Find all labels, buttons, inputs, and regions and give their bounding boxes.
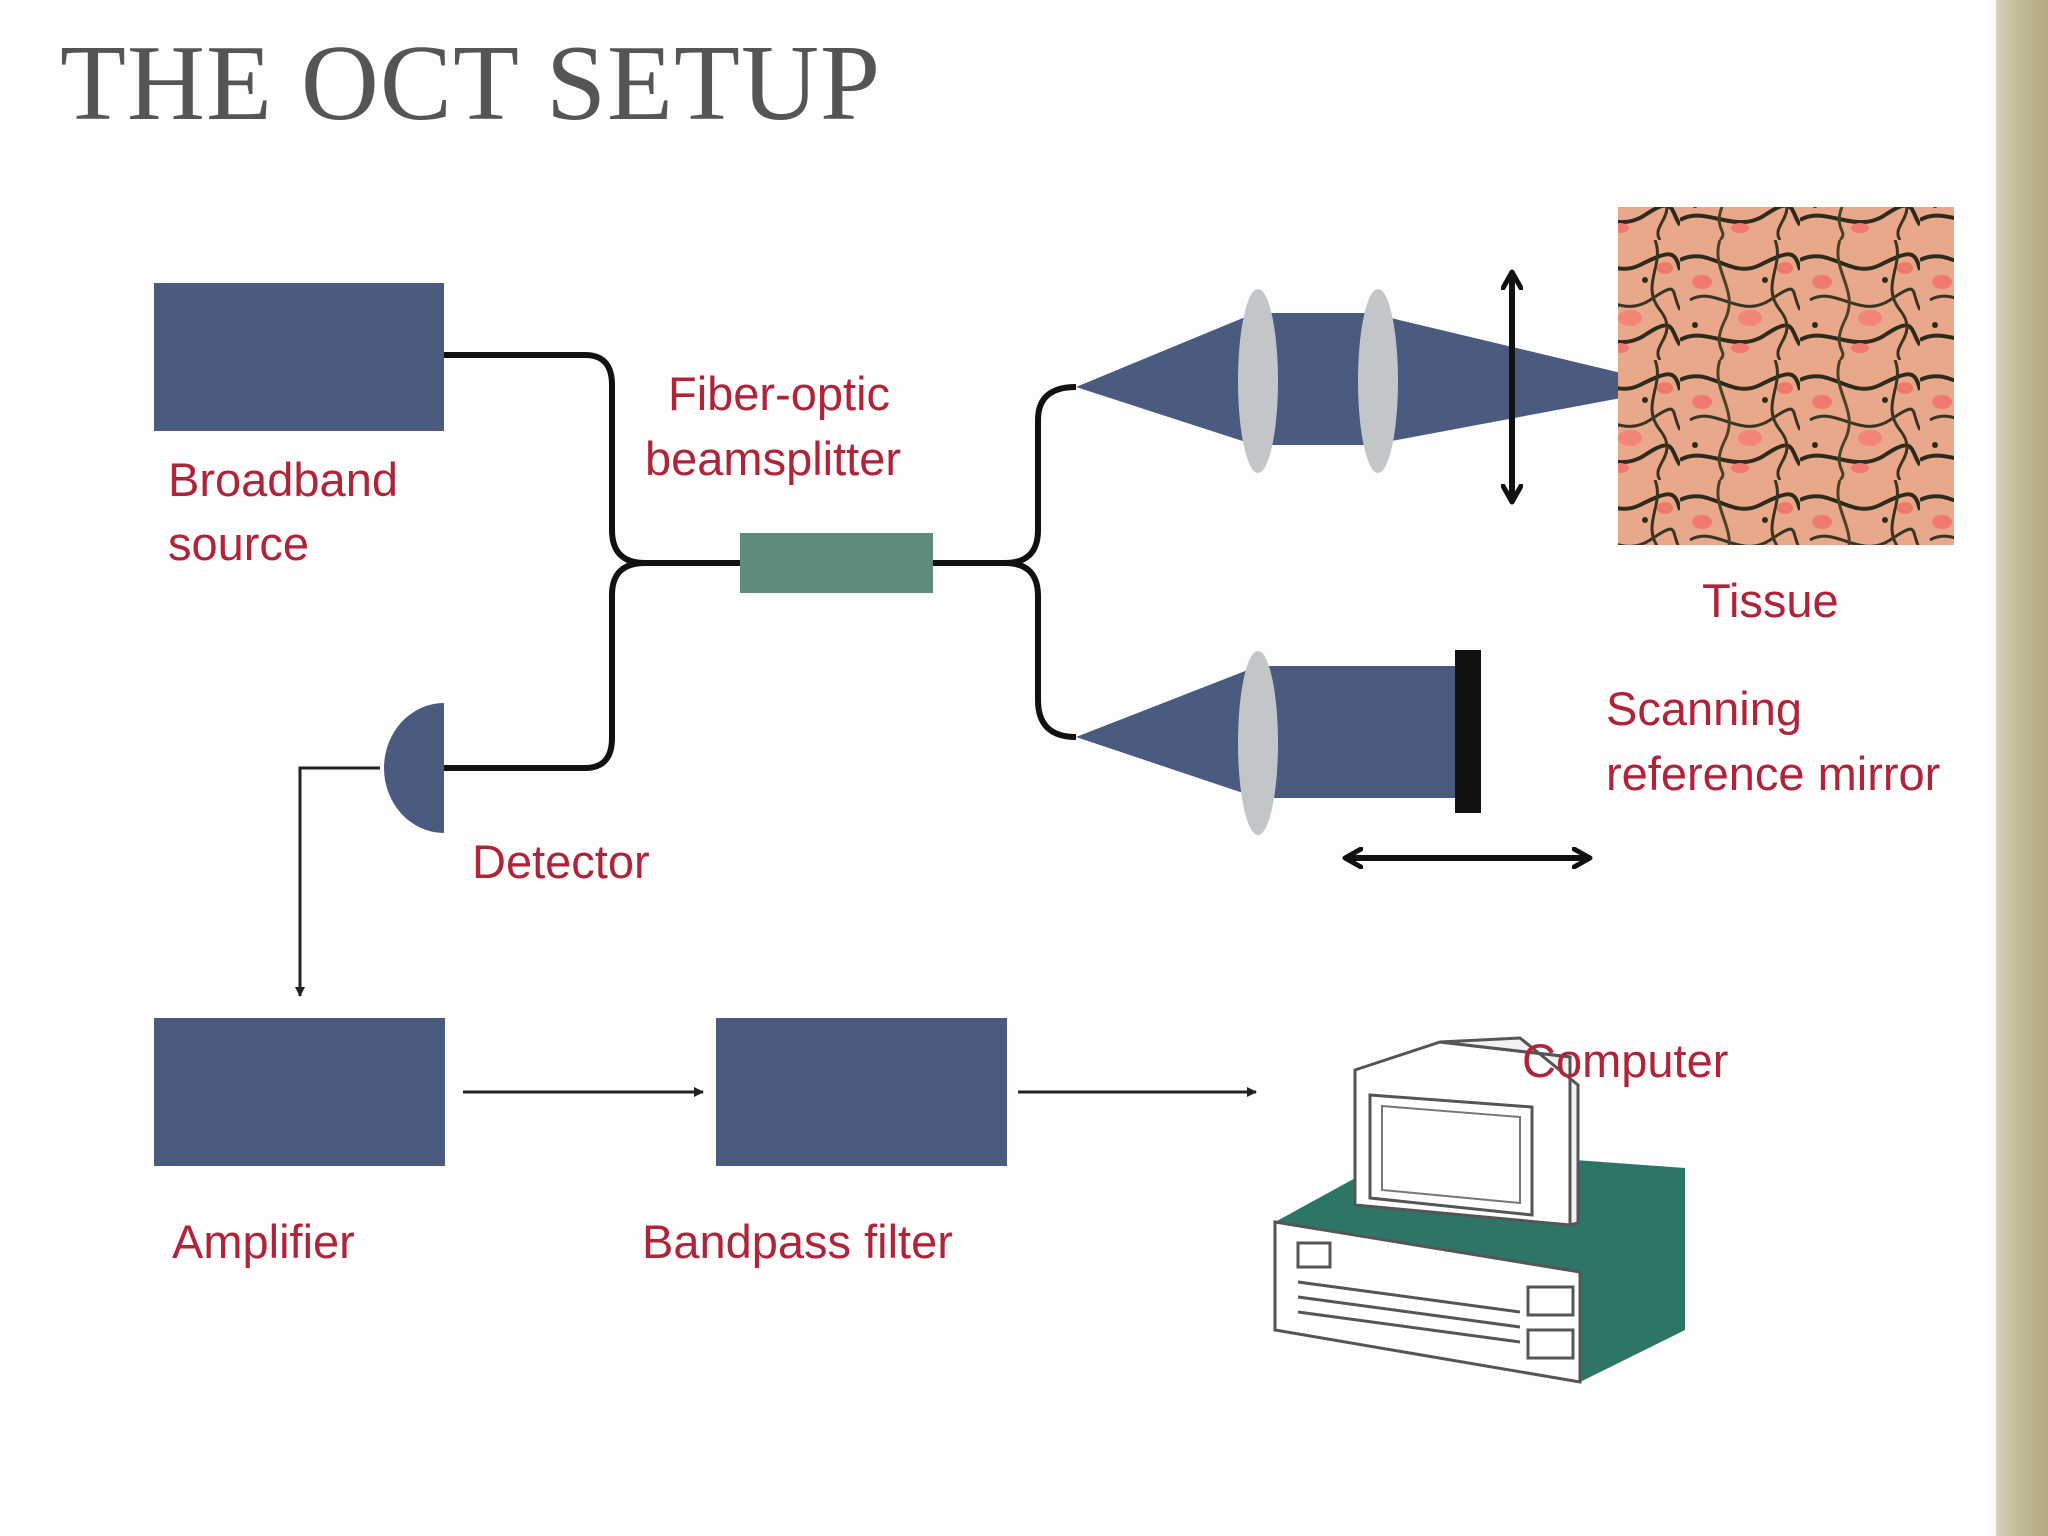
fiber-coupler-to-reference xyxy=(1004,560,1077,740)
fiber-detector-to-coupler xyxy=(444,560,646,771)
slide-side-strip xyxy=(1996,0,2048,1536)
signal-detector-to-amplifier xyxy=(295,766,380,997)
sample-arm-lens-2 xyxy=(1358,289,1398,473)
computer-icon xyxy=(1273,1036,1685,1384)
mirror-label-line2: reference mirror xyxy=(1606,747,1940,800)
computer-label: Computer xyxy=(1522,1034,1728,1087)
amplifier-block xyxy=(154,1018,445,1166)
beamsplitter-label-line1: Fiber-optic xyxy=(668,367,890,420)
bandpass-filter-label: Bandpass filter xyxy=(642,1215,953,1268)
slide-title: THE OCT SETUP xyxy=(60,24,882,143)
tissue-sample xyxy=(1618,207,1954,545)
beamsplitter-label-line2: beamsplitter xyxy=(645,432,901,485)
sample-arm-lens-1 xyxy=(1238,289,1278,473)
amplifier-label: Amplifier xyxy=(172,1215,355,1268)
detector xyxy=(384,703,444,833)
tissue-label: Tissue xyxy=(1702,574,1839,627)
broadband-source-label-line1: Broadband xyxy=(168,453,398,506)
fiber-optic-beamsplitter xyxy=(740,533,933,593)
detector-label: Detector xyxy=(472,835,650,888)
bandpass-filter-block xyxy=(716,1018,1007,1166)
mirror-label-line1: Scanning xyxy=(1606,682,1802,735)
fiber-source-to-coupler xyxy=(444,352,740,566)
reference-mirror xyxy=(1455,650,1481,813)
broadband-source-block xyxy=(154,283,444,431)
broadband-source-label-line2: source xyxy=(168,517,309,570)
fiber-coupler-to-sample xyxy=(933,384,1077,566)
reference-arm-lens xyxy=(1238,651,1278,835)
